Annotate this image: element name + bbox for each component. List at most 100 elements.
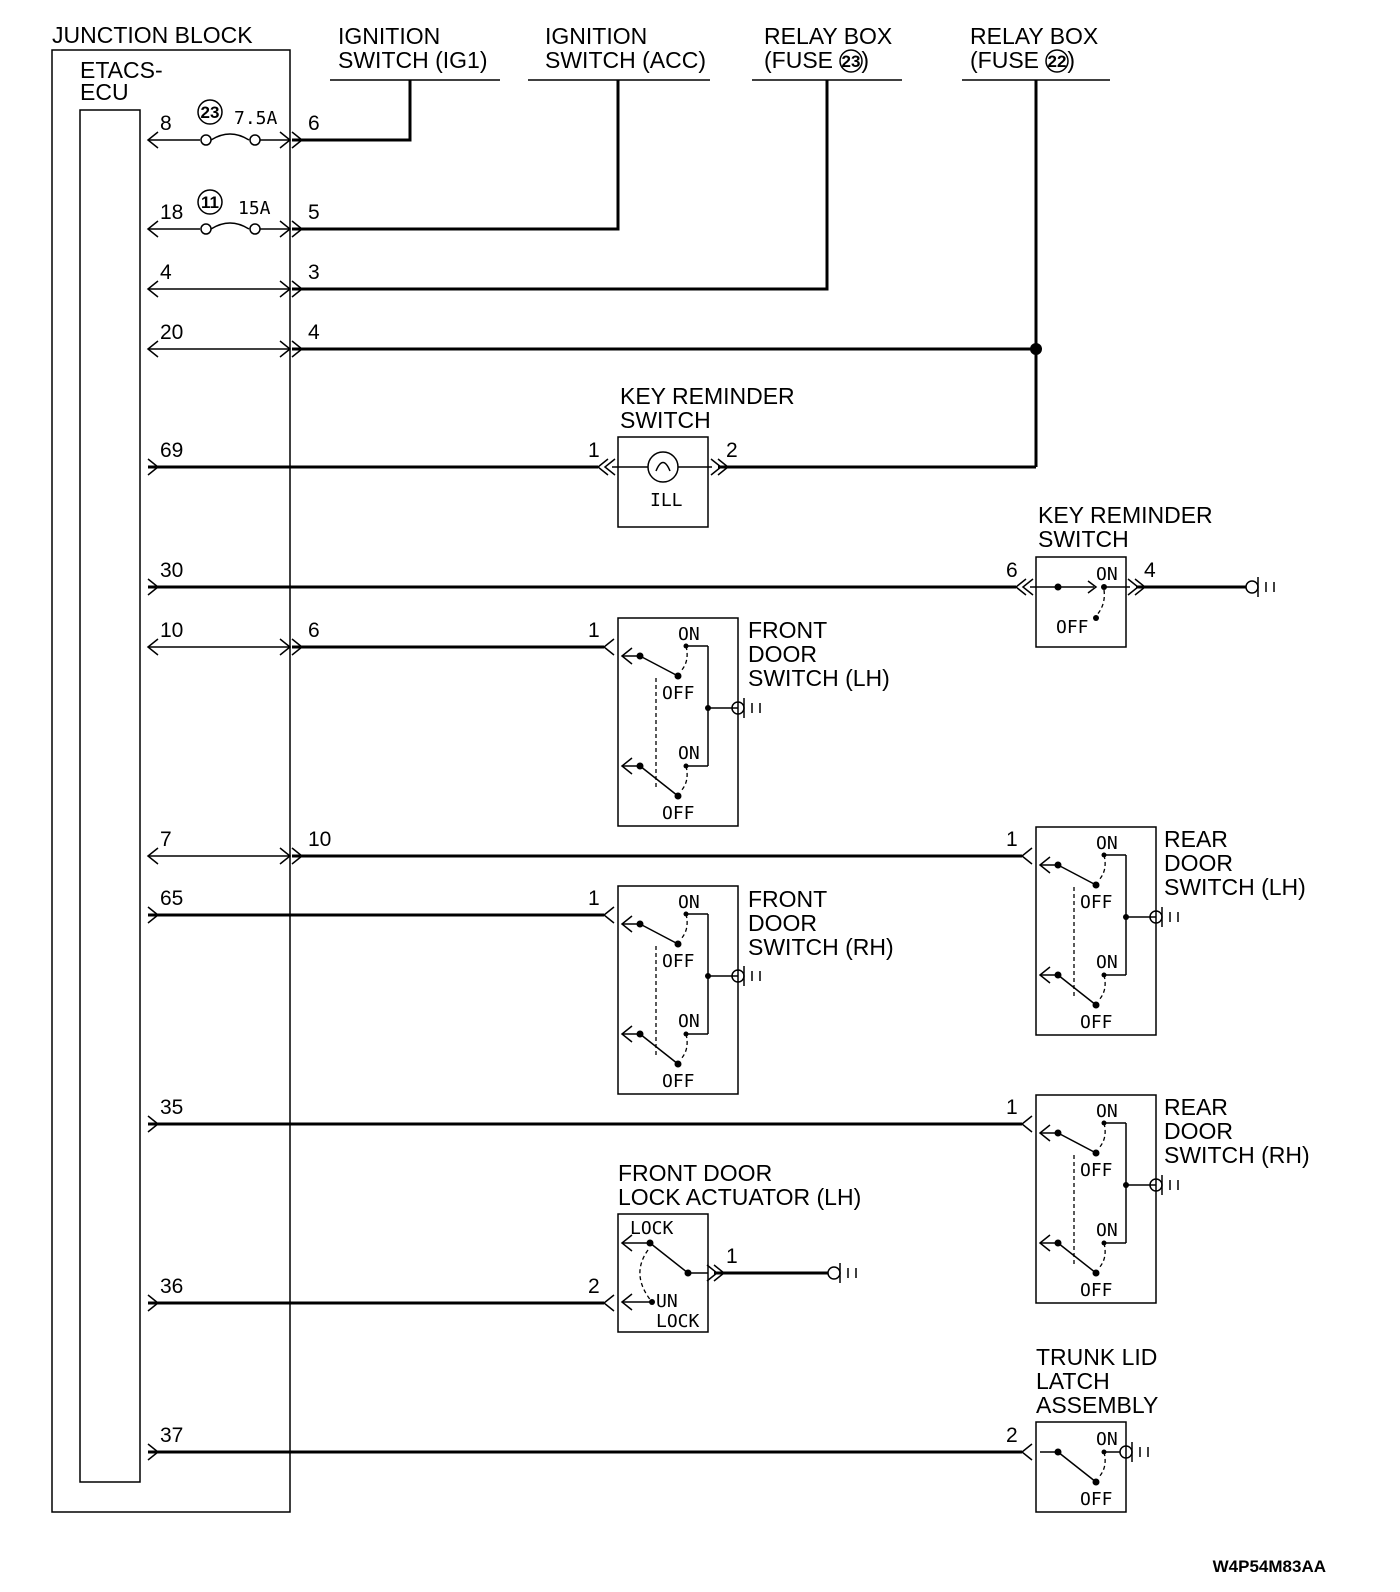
- pin-10: 10: [160, 619, 183, 642]
- pin-10: 10: [308, 828, 331, 851]
- fuse-23-number: 23: [201, 103, 220, 122]
- fuse-11-circle: [197, 189, 223, 215]
- front-door-switch-lh: ON OFF ON OFF FRONT DOOR SWITCH (LH) 10 …: [147, 617, 890, 827]
- off-label: OFF: [1056, 617, 1089, 638]
- diagram-code: W4P54M83AA: [1213, 1557, 1326, 1576]
- rear-door-lh-label-1: REAR: [1164, 826, 1228, 852]
- key-reminder-switch: KEY REMINDER SWITCH ON OFF 30 6 4: [147, 502, 1275, 648]
- pin-4: 4: [160, 261, 172, 284]
- on-label: ON: [1096, 1101, 1118, 1122]
- relay-box-23-label-1: RELAY BOX: [764, 23, 892, 49]
- pin-18: 18: [160, 201, 183, 224]
- trunk-label-1: TRUNK LID: [1036, 1344, 1157, 1370]
- front-door-switch-rh: ON OFF ON OFF FRONT DOOR SWITCH (RH) 65 …: [147, 885, 894, 1095]
- rear-door-lh-label-2: DOOR: [1164, 850, 1233, 876]
- relay-box-22-label-2: (FUSE ): [970, 47, 1075, 73]
- pin-69: 69: [160, 439, 183, 462]
- pin-20: 20: [160, 321, 183, 344]
- relay-box-23-label-2: (FUSE ): [764, 47, 869, 73]
- pin-65: 65: [160, 887, 183, 910]
- trunk-lid-latch-assembly: TRUNK LID LATCH ASSEMBLY ON OFF 37 2: [147, 1344, 1158, 1513]
- on-label: ON: [1096, 1220, 1118, 1241]
- fuse-number-circle: [1045, 49, 1069, 73]
- pin-37: 37: [160, 1424, 183, 1447]
- pin-6: 6: [308, 619, 320, 642]
- ignition-switch-acc: IGNITION SWITCH (ACC): [528, 23, 710, 81]
- ignition-switch-ig1-label-1: IGNITION: [338, 23, 440, 49]
- pin-6: 6: [1006, 559, 1018, 582]
- relay-box-fuse-23: RELAY BOX (FUSE ) 23: [752, 23, 902, 81]
- on-label: ON: [678, 1011, 700, 1032]
- fuse-number-circle: [839, 49, 863, 73]
- off-label: OFF: [1080, 892, 1113, 913]
- rear-door-rh-label-1: REAR: [1164, 1094, 1228, 1120]
- circuit-row-fuse-23: 8 23 7.5A 6: [147, 80, 412, 149]
- on-label: ON: [1096, 564, 1118, 585]
- off-label: OFF: [1080, 1489, 1113, 1510]
- pin-3: 3: [308, 261, 320, 284]
- unlock-label-1: UN: [656, 1291, 678, 1312]
- on-label: ON: [1096, 1429, 1118, 1450]
- rear-door-lh-label-3: SWITCH (LH): [1164, 874, 1306, 900]
- lock-actuator-label-1: FRONT DOOR: [618, 1160, 772, 1186]
- off-label: OFF: [662, 1071, 695, 1092]
- ill-label: ILL: [650, 490, 683, 511]
- off-label: OFF: [1080, 1160, 1113, 1181]
- off-label: OFF: [662, 951, 695, 972]
- pin-5: 5: [308, 201, 320, 224]
- on-label: ON: [1096, 833, 1118, 854]
- fuse-11-rating: 15A: [238, 198, 271, 219]
- key-reminder-label-1: KEY REMINDER: [1038, 502, 1213, 528]
- pin-4: 4: [308, 321, 320, 344]
- trunk-label-3: ASSEMBLY: [1036, 1392, 1158, 1418]
- lock-actuator-label-2: LOCK ACTUATOR (LH): [618, 1184, 861, 1210]
- ignition-switch-acc-label-2: SWITCH (ACC): [545, 47, 706, 73]
- pin-7: 7: [160, 828, 172, 851]
- ignition-switch-ig1: IGNITION SWITCH (IG1): [330, 23, 500, 81]
- key-reminder-ill-label-1: KEY REMINDER: [620, 383, 795, 409]
- fuse-23-rating: 7.5A: [234, 108, 278, 129]
- on-label: ON: [678, 624, 700, 645]
- pin-36: 36: [160, 1275, 183, 1298]
- pin-2: 2: [588, 1275, 600, 1298]
- circuit-row-relay-22: 20 4: [147, 80, 1042, 467]
- circuit-row-relay-23: 4 3: [147, 80, 829, 298]
- on-label: ON: [678, 892, 700, 913]
- off-label: OFF: [1080, 1012, 1113, 1033]
- pin-2: 2: [726, 439, 738, 462]
- rear-door-rh-label-3: SWITCH (RH): [1164, 1142, 1310, 1168]
- pin-1: 1: [1006, 828, 1018, 851]
- etacs-ecu-label-1: ETACS-: [80, 57, 163, 83]
- off-label: OFF: [1080, 1280, 1113, 1301]
- pin-8: 8: [160, 112, 172, 135]
- pin-1: 1: [588, 439, 600, 462]
- relay-box-23-fuse-number: 23: [842, 52, 861, 71]
- on-label: ON: [1096, 952, 1118, 973]
- rear-door-switch-rh: ON OFF ON OFF REAR DOOR SWITCH (RH) 35 1: [147, 1094, 1310, 1304]
- front-door-lh-label-2: DOOR: [748, 641, 817, 667]
- relay-box-22-label-1: RELAY BOX: [970, 23, 1098, 49]
- front-door-lh-label-3: SWITCH (LH): [748, 665, 890, 691]
- rear-door-rh-label-2: DOOR: [1164, 1118, 1233, 1144]
- fuse-23-circle: [197, 99, 223, 125]
- junction-block-label: JUNCTION BLOCK: [52, 22, 253, 48]
- pin-1: 1: [726, 1245, 738, 1268]
- key-reminder-label-2: SWITCH: [1038, 526, 1129, 552]
- pin-2: 2: [1006, 1424, 1018, 1447]
- unlock-label-2: LOCK: [656, 1311, 700, 1332]
- circuit-row-fuse-11: 18 11 15A 5: [147, 80, 620, 238]
- front-door-rh-label-3: SWITCH (RH): [748, 934, 894, 960]
- front-door-rh-label-2: DOOR: [748, 910, 817, 936]
- relay-box-fuse-22: RELAY BOX (FUSE ) 22: [962, 23, 1110, 81]
- pin-6: 6: [308, 112, 320, 135]
- relay-box-22-fuse-number: 22: [1048, 52, 1067, 71]
- front-door-lh-label-1: FRONT: [748, 617, 827, 643]
- pin-35: 35: [160, 1096, 183, 1119]
- ignition-switch-acc-label-1: IGNITION: [545, 23, 647, 49]
- pin-1: 1: [588, 887, 600, 910]
- pin-1: 1: [1006, 1096, 1018, 1119]
- etacs-ecu: [79, 109, 141, 1483]
- etacs-ecu-label-2: ECU: [80, 79, 129, 105]
- junction-block: JUNCTION BLOCK ETACS- ECU: [51, 22, 291, 1513]
